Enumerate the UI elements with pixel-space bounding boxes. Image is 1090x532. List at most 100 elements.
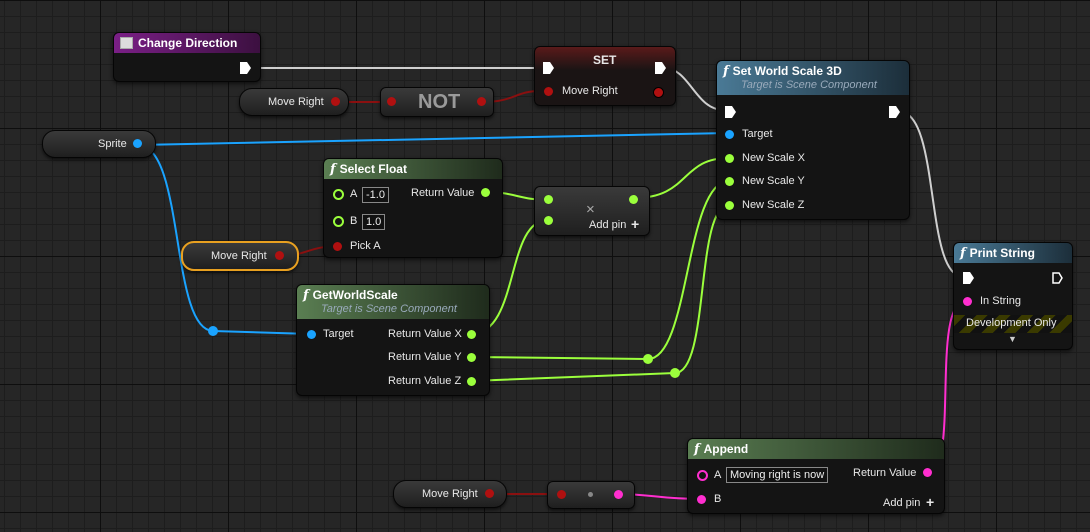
development-only-banner: Development Only (954, 315, 1072, 333)
return-value-x-pin[interactable] (467, 330, 476, 339)
object-out-pin[interactable] (133, 139, 142, 148)
node-print-string[interactable]: f Print String In String Development Onl… (953, 242, 1073, 350)
pin-label-return-value: Return Value (853, 467, 917, 479)
node-select-float[interactable]: f Select Float A -1.0 Return Value B 1.0… (323, 158, 503, 258)
reroute-knot-float-1[interactable] (643, 354, 653, 364)
pin-label-pick-a: Pick A (350, 240, 381, 252)
node-header: f Select Float (324, 159, 502, 179)
a-value-field[interactable]: Moving right is now (726, 467, 829, 483)
node-title: Select Float (339, 162, 407, 176)
bool-in-pin[interactable] (557, 490, 566, 499)
node-header: f Set World Scale 3D Target is Scene Com… (717, 61, 909, 95)
add-pin-plus-icon[interactable]: + (631, 216, 640, 232)
function-icon: f (723, 63, 729, 79)
node-set-world-scale-3d[interactable]: f Set World Scale 3D Target is Scene Com… (716, 60, 910, 220)
pin-label-target: Target (742, 128, 773, 140)
return-value-pin[interactable] (481, 188, 490, 197)
getter-move-right-3[interactable]: Move Right (393, 480, 507, 508)
in-string-pin[interactable] (963, 297, 972, 306)
getter-move-right-1[interactable]: Move Right (239, 88, 349, 116)
function-icon: f (694, 441, 700, 457)
pin-label-a: A (714, 469, 722, 481)
multiply-in-pin-b[interactable] (544, 216, 553, 225)
exec-wire-3 (899, 111, 963, 277)
b-pin[interactable] (333, 216, 344, 227)
object-wire-1 (137, 132, 730, 146)
bool-out-pin[interactable] (331, 97, 340, 106)
a-value-field[interactable]: -1.0 (362, 187, 389, 203)
multiply-symbol: × (586, 201, 595, 218)
getter-label: Sprite (98, 138, 127, 150)
node-header: f Print String (954, 243, 1072, 263)
pin-label-b: B (350, 215, 358, 227)
float-wire-3 (633, 157, 730, 199)
a-pin[interactable] (697, 470, 708, 481)
node-append[interactable]: f Append A Moving right is now Return Va… (687, 438, 945, 514)
string-out-pin[interactable] (614, 490, 623, 499)
return-value-pin[interactable] (923, 468, 932, 477)
a-pin[interactable] (333, 189, 344, 200)
target-pin[interactable] (307, 330, 316, 339)
pin-label-target: Target (323, 328, 354, 340)
new-scale-z-pin[interactable] (725, 201, 734, 210)
node-set-move-right[interactable]: SET Move Right (534, 46, 676, 106)
node-title: Append (703, 442, 749, 456)
multiply-in-pin-a[interactable] (544, 195, 553, 204)
function-icon: f (303, 287, 309, 303)
new-scale-y-pin[interactable] (725, 177, 734, 186)
pin-label-return-x: Return Value X (388, 328, 462, 340)
pin-label-in-string: In String (980, 295, 1021, 307)
add-pin-label: Add pin (883, 497, 921, 509)
expand-arrow-icon[interactable]: ▼ (1008, 334, 1017, 344)
function-icon: f (960, 245, 966, 261)
pin-label-return-value: Return Value (411, 187, 475, 199)
bool-in-pin[interactable] (544, 87, 553, 96)
pick-a-pin[interactable] (333, 242, 342, 251)
pin-label-new-scale-z: New Scale Z (742, 199, 805, 211)
conversion-dot-icon (588, 492, 593, 497)
node-title: Set World Scale 3D (732, 64, 842, 78)
b-value-field[interactable]: 1.0 (362, 214, 386, 230)
getter-move-right-2[interactable]: Move Right (181, 241, 299, 271)
new-scale-x-pin[interactable] (725, 154, 734, 163)
bool-out-pin[interactable] (653, 87, 664, 98)
node-subtitle: Target is Scene Component (741, 79, 877, 91)
node-not[interactable]: NOT (380, 87, 494, 117)
bool-out-pin[interactable] (477, 97, 486, 106)
pin-label: Move Right (562, 85, 618, 97)
object-wire-2 (137, 144, 312, 335)
return-value-z-pin[interactable] (467, 377, 476, 386)
pin-label-new-scale-y: New Scale Y (742, 175, 805, 187)
pin-label-b: B (714, 493, 722, 505)
target-pin[interactable] (725, 130, 734, 139)
add-pin-label: Add pin (589, 219, 627, 231)
node-multiply[interactable]: × Add pin + (534, 186, 650, 236)
pin-label-a: A (350, 188, 358, 200)
pin-label-new-scale-x: New Scale X (742, 152, 805, 164)
node-title: NOT (418, 91, 461, 113)
multiply-out-pin[interactable] (629, 195, 638, 204)
pin-label-return-z: Return Value Z (388, 375, 462, 387)
node-change-direction[interactable]: Change Direction (113, 32, 261, 82)
add-pin-plus-icon[interactable]: + (926, 494, 935, 510)
node-title: Print String (969, 246, 1035, 260)
node-title: SET (593, 53, 617, 67)
getter-label: Move Right (211, 250, 267, 262)
event-icon (120, 37, 133, 49)
b-pin[interactable] (697, 495, 706, 504)
bool-in-pin[interactable] (387, 97, 396, 106)
node-title: Change Direction (138, 36, 238, 50)
node-header: f GetWorldScale Target is Scene Componen… (297, 285, 489, 319)
bool-out-pin[interactable] (275, 251, 284, 260)
reroute-knot-float-2[interactable] (670, 368, 680, 378)
node-bool-to-string[interactable] (547, 481, 635, 509)
getter-sprite[interactable]: Sprite (42, 130, 156, 158)
node-header: Change Direction (114, 33, 260, 53)
getter-label: Move Right (422, 488, 478, 500)
reroute-knot-object[interactable] (208, 326, 218, 336)
return-value-y-pin[interactable] (467, 353, 476, 362)
bool-out-pin[interactable] (485, 489, 494, 498)
float-wire-4 (470, 180, 730, 361)
node-get-world-scale[interactable]: f GetWorldScale Target is Scene Componen… (296, 284, 490, 396)
